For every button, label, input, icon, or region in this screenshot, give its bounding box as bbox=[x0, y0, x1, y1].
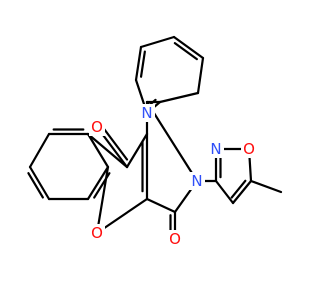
double-bond-py4-py3 bbox=[173, 42, 198, 61]
double-bond-py6-py5 bbox=[139, 50, 146, 78]
atom-n-isoxazole: N bbox=[208, 140, 224, 158]
atom-o-right: O bbox=[167, 230, 183, 248]
bond-py3-py2 bbox=[196, 56, 205, 95]
bond-py5-py4 bbox=[139, 35, 176, 49]
atom-label-o-ring: O bbox=[91, 224, 103, 242]
bond-c3-c3a bbox=[145, 197, 177, 214]
bond-a5-a6 bbox=[86, 132, 110, 169]
bond-iso5-me bbox=[249, 179, 283, 194]
bond-py2-cpy1 bbox=[158, 91, 200, 104]
atom-label-o-top: O bbox=[91, 118, 103, 136]
atom-o-isoxazole: O bbox=[241, 140, 257, 158]
molecule-diagram: O O O N N N O bbox=[27, 35, 283, 248]
atom-label-n-pyridine: N bbox=[141, 104, 152, 122]
bond-py6-py5 bbox=[134, 45, 143, 82]
bond-iso5-iso4 bbox=[231, 179, 253, 205]
bond-iso4-iso3 bbox=[214, 179, 235, 205]
atom-n-pyridine: N bbox=[139, 104, 155, 122]
bond-lines bbox=[27, 35, 283, 241]
double-bond-a2-a3 bbox=[27, 172, 44, 199]
bond-c9-c9a bbox=[125, 132, 149, 169]
atom-o-top: O bbox=[89, 118, 105, 136]
bond-a6-c9 bbox=[86, 132, 129, 169]
atom-o-ring: O bbox=[89, 224, 105, 242]
double-bond-c9-oTop bbox=[103, 128, 129, 161]
atom-label-n-pyrrolidine: N bbox=[191, 172, 202, 190]
atom-label-n-isoxazole: N bbox=[210, 140, 221, 158]
bond-a4-a5 bbox=[86, 165, 110, 201]
bond-oRing-a5 bbox=[95, 165, 110, 235]
double-bond-iso5-iso4 bbox=[230, 179, 247, 199]
bond-a2-a3 bbox=[28, 165, 51, 201]
atom-labels: O O O N N N O bbox=[89, 104, 257, 248]
bond-c3a-oRing bbox=[95, 197, 149, 235]
molecule-structure: O O O N N N O bbox=[27, 35, 283, 248]
atom-label-o-isoxazole: O bbox=[243, 140, 255, 158]
bond-a1-a2 bbox=[28, 132, 51, 169]
atom-label-o-right: O bbox=[169, 230, 181, 248]
bond-py4-py3 bbox=[172, 35, 205, 60]
bond-c1-n2 bbox=[145, 100, 199, 183]
atom-n-pyrrolidine: N bbox=[189, 172, 205, 190]
